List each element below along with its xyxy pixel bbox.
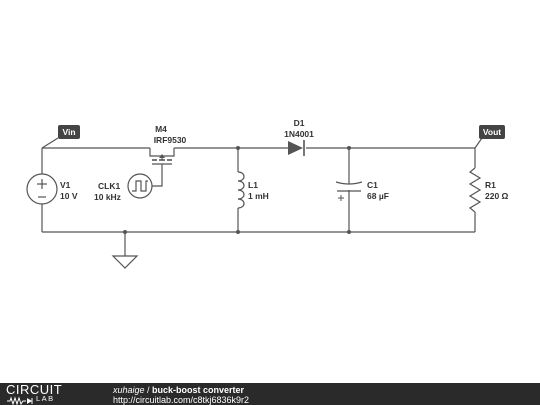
circuit-title: buck-boost converter <box>152 385 245 395</box>
junction-top-inductor <box>236 146 240 150</box>
clk1-value: 10 kHz <box>94 192 121 202</box>
v1-value: 10 V <box>60 191 78 201</box>
c1-value: 68 µF <box>367 191 389 201</box>
circuit-credit: xuhaige / buck-boost converter <box>113 385 244 395</box>
m4-value: IRF9530 <box>154 135 187 145</box>
resistor-r1[interactable] <box>468 167 482 213</box>
l1-value: 1 mH <box>248 191 269 201</box>
circuitlab-logo[interactable]: CIRCUIT LAB <box>6 382 98 405</box>
clock-source-clk1[interactable] <box>127 173 153 199</box>
diode-d1[interactable] <box>288 140 305 156</box>
capacitor-c1[interactable] <box>335 181 363 201</box>
clk1-name: CLK1 <box>98 181 120 191</box>
v1-name: V1 <box>60 180 71 190</box>
d1-name: D1 <box>294 118 305 128</box>
junction-bottom-inductor <box>236 230 240 234</box>
node-label-vout[interactable]: Vout <box>474 125 505 149</box>
credit-separator: / <box>144 385 153 395</box>
wire-clk-to-gate <box>152 164 163 187</box>
l1-name: L1 <box>248 180 258 190</box>
node-vin-text: Vin <box>62 127 75 137</box>
ground-symbol-icon <box>111 255 139 269</box>
mosfet-m4[interactable] <box>149 148 175 165</box>
voltage-source-v1[interactable] <box>26 173 58 205</box>
node-vout-text: Vout <box>483 127 501 137</box>
c1-name: C1 <box>367 180 378 190</box>
node-label-vin[interactable]: Vin <box>41 125 80 149</box>
logo-text-circuit: CIRCUIT <box>6 382 63 397</box>
d1-value: 1N4001 <box>284 129 314 139</box>
junction-top-capacitor <box>347 146 351 150</box>
author-name[interactable]: xuhaige <box>113 385 145 395</box>
logo-text-lab: LAB <box>36 394 55 403</box>
schematic-canvas: Vin Vout V1 10 V CLK1 10 kHz M4 IRF9530 <box>26 118 509 269</box>
m4-name: M4 <box>155 124 167 134</box>
footer-bar: CIRCUIT LAB xuhaige / buck-boost convert… <box>0 383 540 405</box>
inductor-l1[interactable] <box>237 171 245 209</box>
wires <box>41 147 476 256</box>
r1-name: R1 <box>485 180 496 190</box>
circuit-url-link[interactable]: http://circuitlab.com/c8tkj6836k9r2 <box>113 395 250 405</box>
r1-value: 220 Ω <box>485 191 509 201</box>
junction-bottom-ground <box>123 230 127 234</box>
logo-waveform-icon <box>7 396 33 405</box>
junction-bottom-capacitor <box>347 230 351 234</box>
